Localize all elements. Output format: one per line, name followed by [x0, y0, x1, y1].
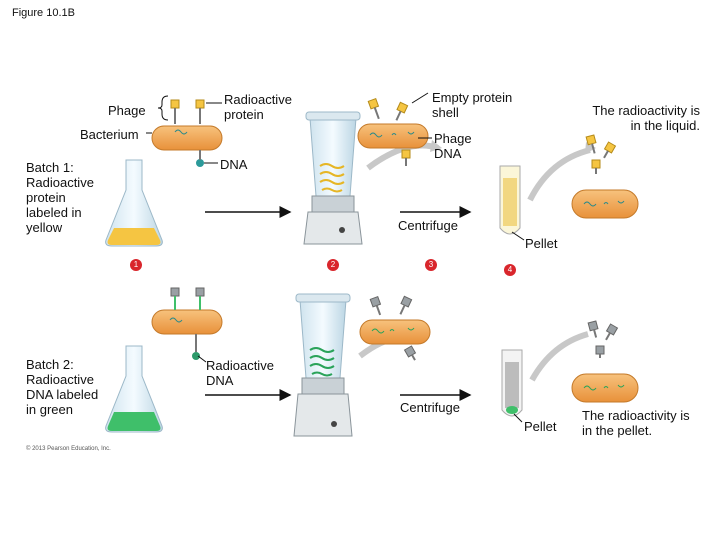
figure-label: Figure 10.1B: [12, 7, 75, 19]
label-dna: DNA: [220, 157, 248, 172]
centrifuge-tube-2: [501, 349, 523, 417]
copyright: © 2013 Pearson Education, Inc.: [26, 446, 111, 452]
batch1-free-phages: [585, 134, 617, 174]
leader-radioactive-dna: [197, 355, 207, 363]
batch1-bacterium: [151, 125, 223, 151]
label-phage-dna: Phage DNA: [434, 131, 472, 161]
gray-arrow-2: [527, 147, 591, 202]
step-badge-2: 2: [327, 259, 339, 271]
label-radioactivity-liquid: The radioactivity is in the liquid.: [592, 103, 700, 133]
batch2-bacterium: [151, 287, 223, 360]
step-badge-3: 3: [425, 259, 437, 271]
batch1-result-bacterium: [571, 189, 639, 219]
batch1-phage-icons: [170, 99, 205, 167]
leader-pellet-2: [513, 413, 523, 423]
batch1-flask: [105, 159, 163, 247]
label-pellet-1: Pellet: [525, 236, 558, 251]
centrifuge-tube-1: [499, 165, 521, 235]
label-radioactive-dna: Radioactive DNA: [206, 358, 274, 388]
label-phage: Phage: [108, 103, 146, 118]
step-badge-1: 1: [130, 259, 142, 271]
gray-arrow-4: [529, 331, 589, 382]
label-bacterium: Bacterium: [80, 127, 139, 142]
blender-1: [303, 111, 363, 245]
label-centrifuge-1: Centrifuge: [398, 218, 458, 233]
batch1-bacterium-after-blend: [357, 97, 429, 166]
leader-pellet-1: [511, 231, 525, 241]
batch1-brace: [157, 95, 169, 121]
batch2-bacterium-after-blend: [359, 295, 431, 361]
label-batch2: Batch 2: Radioactive DNA labeled in gree…: [26, 357, 99, 417]
batch2-result-bacterium: [571, 373, 639, 403]
label-radioactive-protein: Radioactive protein: [224, 92, 292, 122]
batch2-flask: [105, 345, 163, 433]
leader-empty-protein-shell: [411, 92, 429, 104]
label-centrifuge-2: Centrifuge: [400, 400, 460, 415]
blender-2: [293, 293, 353, 437]
label-pellet-2: Pellet: [524, 419, 557, 434]
label-batch1: Batch 1: Radioactive protein labeled in …: [26, 160, 94, 235]
label-radioactivity-pellet: The radioactivity is in the pellet.: [582, 408, 690, 438]
label-empty-protein-shell: Empty protein shell: [432, 90, 513, 120]
step-badge-4: 4: [504, 264, 516, 276]
batch2-free-phages: [587, 320, 619, 358]
